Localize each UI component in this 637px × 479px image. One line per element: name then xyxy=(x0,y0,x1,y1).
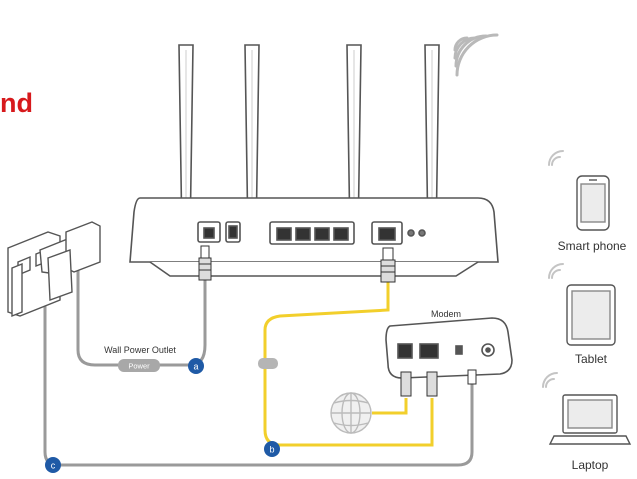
power-adapter-icon xyxy=(7,221,101,318)
modem-power-cable xyxy=(43,290,474,467)
power-label-pill xyxy=(118,359,160,372)
smartphone-icon xyxy=(576,175,610,231)
modem-cable-plugs xyxy=(400,369,477,397)
marker-a-label: a xyxy=(193,362,198,372)
smart-phone-label: Smart phone xyxy=(558,239,627,253)
cable-stub xyxy=(258,358,278,369)
laptop-icon xyxy=(548,394,632,445)
modem-label: Modem xyxy=(431,309,461,319)
wall-power-outlet-label: Wall Power Outlet xyxy=(104,345,176,355)
globe-icon xyxy=(330,392,372,434)
tablet-icon xyxy=(566,284,616,346)
router-icon xyxy=(129,44,499,277)
tablet-wifi-icon xyxy=(548,263,564,279)
tablet-label: Tablet xyxy=(575,352,608,366)
router-wifi-icon xyxy=(453,33,499,77)
laptop-wifi-icon xyxy=(542,372,558,388)
smartphone-wifi-icon xyxy=(548,150,564,166)
marker-b-label: b xyxy=(269,445,274,455)
marker-c-label: c xyxy=(51,461,56,471)
laptop-label: Laptop xyxy=(572,458,609,472)
router-cable-plug xyxy=(380,247,396,283)
marker-a: a xyxy=(188,358,204,374)
modem-icon xyxy=(385,317,513,379)
marker-c: c xyxy=(45,457,61,473)
partial-heading: nd xyxy=(0,88,33,118)
power-plug xyxy=(198,245,212,281)
marker-b: b xyxy=(264,441,280,457)
power-label: Power xyxy=(128,362,150,371)
